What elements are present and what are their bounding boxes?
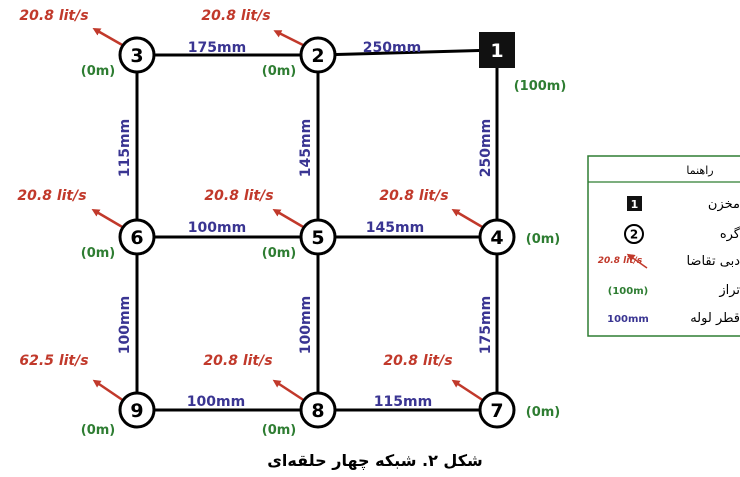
demand-arrow-6	[91, 208, 125, 230]
junction-node-5	[299, 218, 337, 256]
node-label-8: 8	[311, 400, 324, 422]
figure-caption: شکل ۲. شبکه چهار حلقه‌ای	[267, 451, 482, 471]
node-label-9: 9	[130, 400, 143, 422]
demand-label-4: 20.8 lit/s	[379, 188, 448, 204]
demand-label-2: 20.8 lit/s	[201, 8, 270, 24]
demand-arrow-8	[272, 379, 306, 403]
elevation-label-5: (0m)	[262, 246, 296, 261]
pipe-1-2	[317, 48, 498, 57]
legend-box	[587, 155, 740, 337]
legend-junction-symbol-text: 2	[630, 228, 638, 242]
pipe-diameter-label-8-7: 115mm	[374, 394, 432, 410]
legend-reservoir-symbol-text: 1	[631, 198, 639, 211]
junction-node-6	[118, 218, 156, 256]
demand-label-7: 20.8 lit/s	[383, 353, 452, 369]
demand-arrow-7	[451, 379, 485, 403]
pipe-diameter-label-4-7: 175mm	[478, 296, 494, 354]
node-label-2: 2	[311, 45, 324, 67]
junction-node-3	[118, 36, 156, 74]
demand-arrow-5	[272, 208, 306, 230]
pipe-diameter-label-2-3: 175mm	[188, 40, 246, 56]
demand-arrow-3	[92, 28, 125, 48]
pipe-diameter-label-5-4: 145mm	[366, 220, 424, 236]
junction-node-7	[478, 391, 516, 429]
demand-label-3: 20.8 lit/s	[19, 8, 88, 24]
elevation-label-8: (0m)	[262, 423, 296, 438]
demand-arrow-4	[451, 208, 485, 230]
legend-title: راهنما	[686, 164, 713, 177]
legend-reservoir-label: مخزن	[708, 197, 740, 212]
node-label-5: 5	[311, 227, 324, 249]
node-label-1: 1	[490, 40, 503, 62]
pipe-diameter-label-1-4: 250mm	[478, 119, 494, 177]
elevation-label-2: (0m)	[262, 64, 296, 79]
demand-label-6: 20.8 lit/s	[17, 188, 86, 204]
pipe-diameter-label-6-9: 100mm	[117, 296, 133, 354]
pipe-diameter-label-6-5: 100mm	[188, 220, 246, 236]
junction-node-9	[118, 391, 156, 429]
demand-label-9: 62.5 lit/s	[19, 353, 88, 369]
legend-elevation-label: تراز	[718, 283, 740, 298]
legend-reservoir-symbol	[627, 196, 642, 211]
reservoir-node-1	[479, 32, 515, 68]
legend-diameter-symbol-text: 100mm	[607, 314, 649, 325]
elevation-label-6: (0m)	[81, 246, 115, 261]
junction-node-4	[478, 218, 516, 256]
legend-demand-arrow	[626, 253, 648, 269]
demand-label-8: 20.8 lit/s	[203, 353, 272, 369]
legend-demand-label: دبی تقاضا	[686, 254, 740, 269]
elevation-label-7: (0m)	[526, 405, 560, 420]
node-label-3: 3	[130, 45, 143, 67]
legend: راهنما 1 مخزن 2 گره 20.8 lit/s دبی تقاضا…	[587, 155, 740, 337]
legend-demand-symbol-text: 20.8 lit/s	[598, 256, 643, 266]
legend-elevation-symbol-text: (100m)	[608, 286, 648, 297]
junction-node-2	[299, 36, 337, 74]
pipe-diameter-label-2-5: 145mm	[298, 119, 314, 177]
node-label-7: 7	[490, 400, 503, 422]
pipe-diameter-label-3-6: 115mm	[117, 119, 133, 177]
pipe-diameter-label-1-2: 250mm	[363, 40, 421, 56]
elevation-label-3: (0m)	[81, 64, 115, 79]
elevation-label-9: (0m)	[81, 423, 115, 438]
elevation-label-4: (0m)	[526, 232, 560, 247]
demand-arrow-2	[273, 30, 306, 48]
pipe-diameter-label-9-8: 100mm	[187, 394, 245, 410]
junction-node-8	[299, 391, 337, 429]
legend-junction-label: گره	[720, 226, 740, 242]
demand-arrow-9	[92, 379, 125, 403]
pipe-diameter-label-5-8: 100mm	[298, 296, 314, 354]
node-label-4: 4	[490, 227, 503, 249]
demand-label-5: 20.8 lit/s	[204, 188, 273, 204]
elevation-label-1: (100m)	[514, 79, 567, 94]
legend-diameter-label: قطر لوله	[690, 311, 740, 326]
legend-junction-symbol	[624, 224, 644, 244]
node-label-6: 6	[130, 227, 143, 249]
